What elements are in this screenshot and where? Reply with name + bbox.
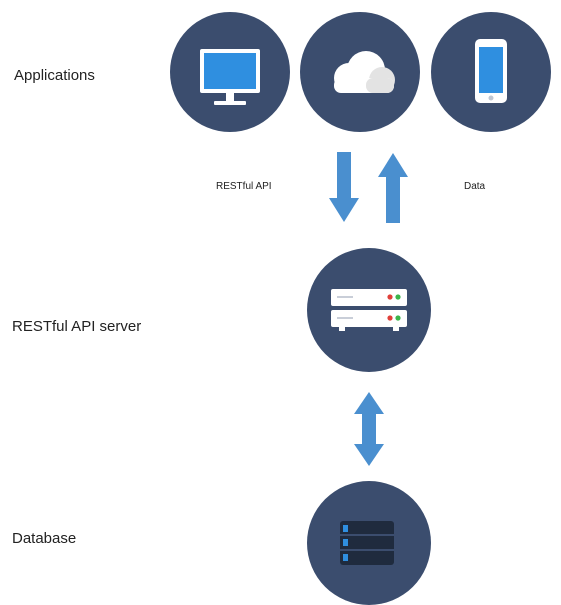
data-flow-label: Data [464,181,486,192]
server-rack-icon [331,289,407,331]
database-node [307,481,431,605]
app-phone [431,12,551,132]
arrow-down-request [329,152,359,222]
arrow-bidirectional-db [354,392,384,466]
database-storage-icon [340,521,394,565]
monitor-icon [200,49,260,105]
arrow-up-response [378,153,408,223]
cloud-icon [334,51,395,93]
database-label: Database [12,530,77,547]
app-cloud [300,12,420,132]
restful-api-server-label: RESTful API server [12,318,142,335]
applications-label: Applications [14,67,95,84]
app-monitor [170,12,290,132]
server-node [307,248,431,372]
restful-api-flow-label: RESTful API [216,181,272,192]
smartphone-icon [475,39,507,103]
